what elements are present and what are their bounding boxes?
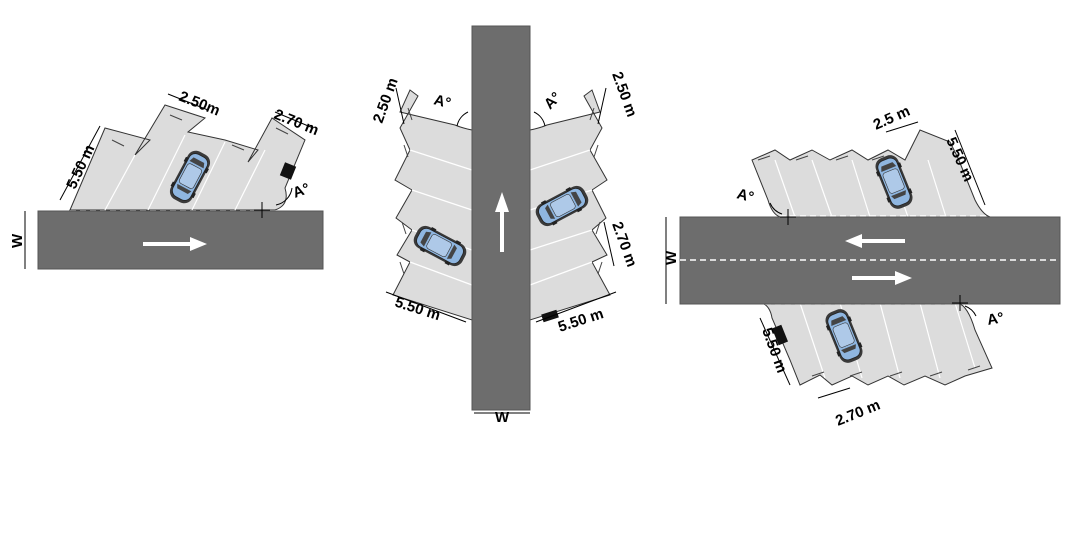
direction-arrow-icon	[495, 192, 509, 252]
direction-arrow-icon	[143, 237, 207, 251]
road-width-label: W	[495, 409, 510, 426]
parking-bays-bottom	[761, 302, 993, 386]
angle-label: A°	[291, 180, 313, 202]
angle-top-label: A°	[735, 185, 756, 206]
bay-width-bottom-label: 2.70 m	[833, 396, 883, 429]
road-width-label: W	[663, 250, 680, 265]
kerb-block-icon	[771, 324, 789, 346]
dimension-lines	[665, 121, 986, 399]
direction-arrow-icon	[845, 234, 905, 248]
bay-width-right-label: 2.50 m	[608, 70, 640, 120]
parking-bays-left	[392, 89, 473, 321]
diagram-two-way-horizontal: 2.5 m 5.50 m A° 5.50 m 2.70 m A° W	[663, 103, 1061, 430]
angle-left-label: A°	[432, 91, 453, 112]
kerb-block-icon	[279, 162, 297, 180]
angle-right-label: A°	[541, 89, 565, 113]
direction-arrow-icon	[852, 271, 912, 285]
road-width-label: W	[9, 233, 26, 248]
bay-width-top-label: 2.5 m	[871, 103, 913, 134]
dimension-lines	[24, 93, 314, 269]
diagram-one-way-horizontal: 2.50m 2.70 m 5.50 m A° W	[9, 88, 324, 270]
kerb-block-icon	[541, 309, 559, 323]
parking-bays-top	[751, 129, 991, 218]
angle-bottom-label: A°	[986, 309, 1006, 329]
diagram-one-way-vertical: 2.50 m 2.50 m A° A° 2.70 m 5.50 m 5.50 m…	[370, 25, 640, 426]
bay-width-left-label: 2.50 m	[370, 76, 402, 126]
road	[37, 210, 324, 270]
dimension-lines	[385, 87, 617, 414]
